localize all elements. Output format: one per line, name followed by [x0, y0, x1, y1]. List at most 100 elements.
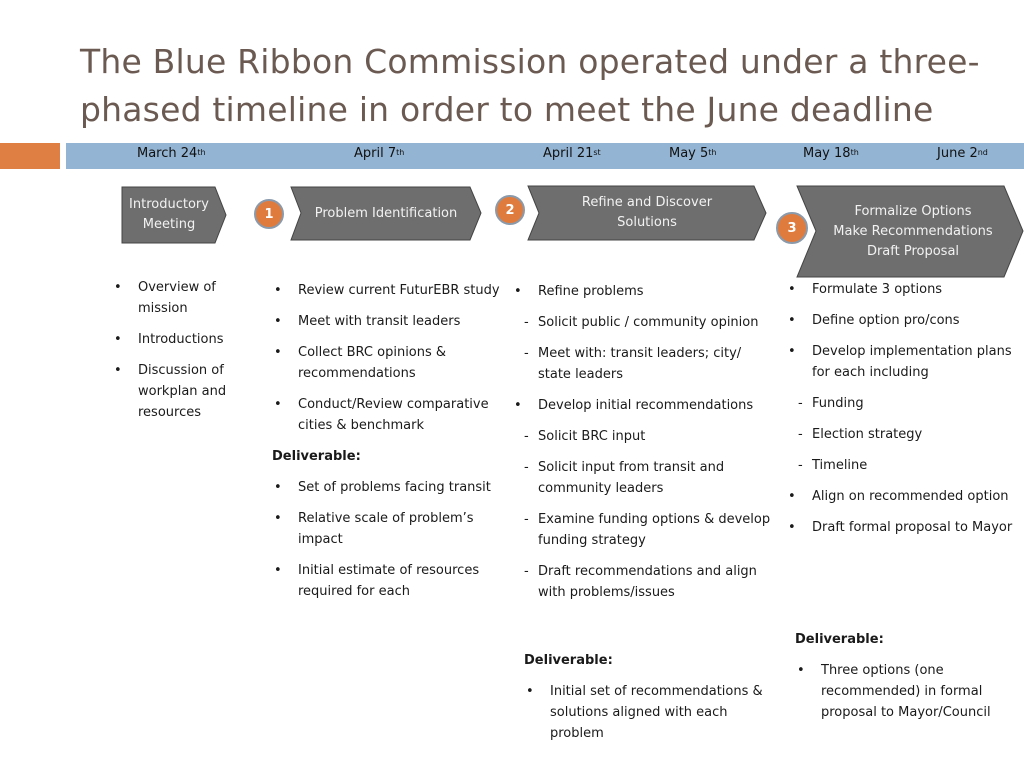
list-item: • Develop initial recommendations — [512, 395, 774, 416]
bullet-marker: • — [114, 280, 122, 295]
deliverable-heading: Deliverable: — [272, 449, 361, 464]
phase-3-chevron: Formalize Options Make Recommendations D… — [796, 185, 1024, 278]
bullet-marker: • — [274, 397, 282, 412]
date-march-24: March 24th — [137, 146, 206, 161]
bullet-marker: • — [114, 363, 122, 378]
accent-block — [0, 143, 60, 169]
dash-marker: - — [524, 429, 529, 444]
phase-1-label: Problem Identification — [314, 205, 458, 221]
list-subitem: -Solicit BRC input — [512, 426, 774, 447]
item-text: Conduct/Review comparative cities & benc… — [298, 397, 489, 433]
item-text: Election strategy — [812, 427, 923, 442]
phase-intro-chevron: Introductory Meeting — [121, 186, 227, 244]
phase-2-label: Refine and Discover Solutions — [581, 195, 713, 230]
bullet-marker: • — [274, 480, 282, 495]
list-item: • Collect BRC opinions & recommendations — [272, 342, 504, 384]
list-item: • Meet with transit leaders — [272, 311, 504, 332]
bullet-marker: • — [274, 314, 282, 329]
item-text: Collect BRC opinions & recommendations — [298, 345, 447, 381]
list-subitem: -Election strategy — [786, 424, 1022, 445]
item-text: Introductions — [138, 332, 224, 347]
phase-1-column: • Review current FuturEBR study • Meet wit… — [272, 280, 504, 612]
list-subitem: -Draft recommendations and align with pr… — [512, 561, 774, 603]
bullet-marker: • — [274, 345, 282, 360]
date-may-18: May 18th — [803, 146, 859, 161]
intro-column: •Overview of mission •Introductions •Dis… — [112, 277, 240, 433]
dash-marker: - — [524, 315, 529, 330]
bullet-marker: • — [274, 283, 282, 298]
dash-marker: - — [798, 458, 803, 473]
item-text: Review current FuturEBR study — [298, 283, 500, 298]
slide-title: The Blue Ribbon Commission operated unde… — [80, 42, 980, 129]
phase-intro-label: Introductory Meeting — [129, 197, 209, 232]
date-june-2: June 2nd — [937, 146, 988, 161]
list-subitem: -Solicit public / community opinion — [512, 312, 774, 333]
bullet-marker: • — [788, 313, 796, 328]
phase-2-chevron: Refine and Discover Solutions — [527, 185, 767, 241]
item-text: Develop initial recommendations — [538, 398, 754, 413]
dash-marker: - — [798, 427, 803, 442]
bullet-marker: • — [788, 489, 796, 504]
timeline-date-bar — [66, 143, 1024, 169]
item-text: Examine funding options & develop fundin… — [538, 512, 771, 548]
bullet-marker: • — [797, 663, 805, 678]
phase-2-deliverables: Deliverable: • Initial set of recommendat… — [524, 650, 764, 754]
deliverable-heading: Deliverable: — [524, 653, 613, 668]
deliverable-item: • Set of problems facing transit — [272, 477, 504, 498]
bullet-marker: • — [526, 684, 534, 699]
list-item: •Overview of mission — [112, 277, 240, 319]
item-text: Meet with: transit leaders; city/ state … — [538, 346, 742, 382]
list-item: •Refine problems — [512, 281, 774, 302]
phase-3-deliverables: Deliverable: • Three options (one recomme… — [795, 629, 1017, 733]
deliverable-item: • Initial set of recommendations & soluti… — [524, 681, 764, 744]
list-subitem: -Timeline — [786, 455, 1022, 476]
item-text: Develop implementation plans for each in… — [812, 344, 1012, 380]
list-item: • Draft formal proposal to Mayor — [786, 517, 1022, 538]
item-text: Three options (one recommended) in forma… — [821, 663, 991, 720]
phase-3-label: Formalize Options Make Recommendations D… — [833, 203, 993, 259]
list-item: •Introductions — [112, 329, 240, 350]
item-text: Discussion of workplan and resources — [138, 363, 227, 420]
list-item: • Review current FuturEBR study — [272, 280, 504, 301]
item-text: Define option pro/cons — [812, 313, 960, 328]
item-text: Initial set of recommendations & solutio… — [550, 684, 763, 741]
chevron-arrow-shape — [527, 185, 767, 241]
bullet-marker: • — [274, 563, 282, 578]
item-text: Relative scale of problem’s impact — [298, 511, 474, 547]
bullet-marker: • — [514, 398, 522, 413]
dash-marker: - — [798, 396, 803, 411]
item-text: Solicit BRC input — [538, 429, 646, 444]
item-text: Draft formal proposal to Mayor — [812, 520, 1013, 535]
bullet-marker: • — [788, 282, 796, 297]
list-subitem: -Solicit input from transit and communit… — [512, 457, 774, 499]
item-text: Timeline — [812, 458, 868, 473]
list-subitem: -Examine funding options & develop fundi… — [512, 509, 774, 551]
item-text: Solicit input from transit and community… — [538, 460, 725, 496]
item-text: Refine problems — [538, 284, 644, 299]
item-text: Align on recommended option — [812, 489, 1009, 504]
dash-marker: - — [524, 346, 529, 361]
list-item: • Align on recommended option — [786, 486, 1022, 507]
chevron-arrow-shape — [796, 185, 1024, 278]
item-text: Formulate 3 options — [812, 282, 943, 297]
list-item: • Conduct/Review comparative cities & ben… — [272, 394, 504, 436]
item-text: Set of problems facing transit — [298, 480, 491, 495]
list-item: • Discussion of workplan and resources — [112, 360, 240, 423]
item-text: Solicit public / community opinion — [538, 315, 759, 330]
item-text: Initial estimate of resources required f… — [298, 563, 480, 599]
list-item: • Define option pro/cons — [786, 310, 1022, 331]
bullet-marker: • — [274, 511, 282, 526]
deliverable-item: • Relative scale of problem’s impact — [272, 508, 504, 550]
deliverable-item: • Three options (one recommended) in form… — [795, 660, 1017, 723]
list-item: •Develop implementation plans for each i… — [786, 341, 1022, 383]
bullet-marker: • — [788, 520, 796, 535]
item-text: Draft recommendations and align with pro… — [538, 564, 757, 600]
deliverable-heading: Deliverable: — [795, 632, 884, 647]
date-april-21: April 21st — [543, 146, 601, 161]
list-subitem: -Meet with: transit leaders; city/ state… — [512, 343, 774, 385]
item-text: Meet with transit leaders — [298, 314, 461, 329]
pentagon-arrow-shape — [121, 186, 227, 244]
phase-3-column: • Formulate 3 options • Define option pro/… — [786, 279, 1022, 548]
phase-1-badge: 1 — [254, 199, 284, 229]
dash-marker: - — [524, 564, 529, 579]
